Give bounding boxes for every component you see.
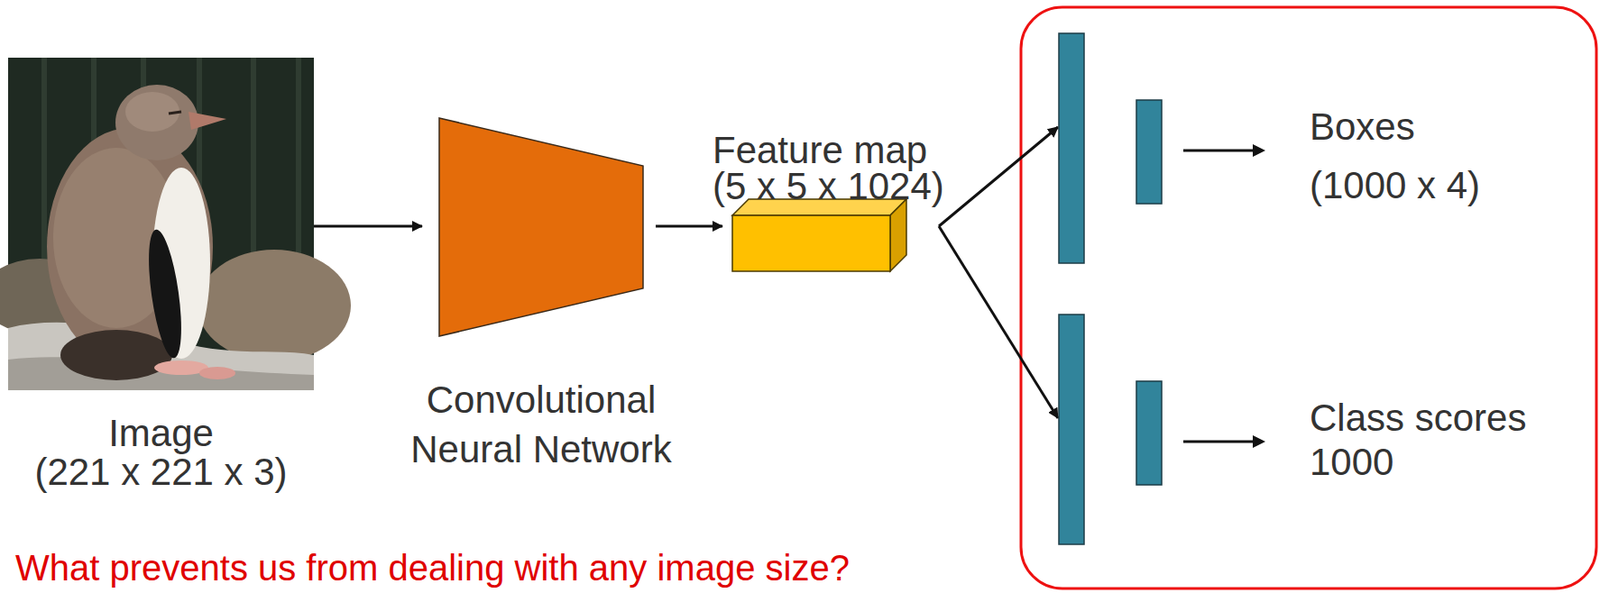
fc-layers bbox=[1057, 313, 1275, 549]
class-head: Class scores1000 bbox=[1057, 313, 1531, 547]
feature-map: Feature map(5 x 5 x 1024) bbox=[712, 126, 948, 273]
penguin-photo-part-part bbox=[41, 57, 47, 293]
fc-layers-part bbox=[1252, 435, 1266, 449]
fc-layers bbox=[1057, 32, 1275, 267]
fc-layers-part bbox=[1252, 144, 1266, 157]
fc-layers-part bbox=[1058, 314, 1085, 545]
flow-arrow bbox=[938, 226, 1058, 419]
penguin-photo-part bbox=[197, 249, 351, 362]
fc-layers-part bbox=[1136, 100, 1162, 204]
node-dimension: (1000 x 4) bbox=[1309, 165, 1481, 206]
penguin-photo-part bbox=[46, 128, 213, 367]
node-title: Image bbox=[8, 413, 314, 454]
node-dimension: (5 x 5 x 1024) bbox=[712, 166, 920, 207]
feature-map-cuboid-part bbox=[732, 215, 891, 272]
feature-map-cuboid-part bbox=[890, 199, 907, 272]
node-title: Convolutional Neural Network bbox=[405, 375, 677, 475]
node-dimension: (221 x 221 x 3) bbox=[8, 452, 314, 493]
penguin-photo-part bbox=[199, 367, 236, 380]
node-title: Boxes bbox=[1309, 107, 1416, 148]
penguin-photo-part bbox=[60, 330, 173, 381]
flow-arrow bbox=[313, 225, 423, 229]
cnn-trapezoid-part bbox=[439, 118, 644, 337]
image-node: Image(221 x 221 x 3) bbox=[8, 57, 314, 493]
penguin-photo-part bbox=[188, 111, 227, 130]
fc-layers-part bbox=[1183, 149, 1255, 153]
node-title: Class scores bbox=[1309, 398, 1527, 439]
penguin-photo-part bbox=[142, 228, 188, 361]
fc-layers-part bbox=[1058, 33, 1085, 264]
penguin-photo-part bbox=[115, 84, 199, 161]
penguin-photo bbox=[8, 57, 314, 391]
fc-layers-part bbox=[1183, 441, 1255, 444]
flow-arrow bbox=[938, 127, 1058, 227]
fc-layers-part bbox=[1136, 381, 1162, 486]
question-note: What prevents us from dealing with any i… bbox=[15, 546, 850, 590]
box-head: Boxes (1000 x 4) bbox=[1057, 32, 1485, 266]
cnn-block: Convolutional Neural Network bbox=[405, 117, 677, 475]
penguin-photo-part bbox=[168, 111, 182, 114]
penguin-photo-part bbox=[125, 91, 180, 132]
flow-arrow bbox=[655, 225, 723, 229]
head-frame-outline bbox=[1020, 7, 1597, 589]
cnn-trapezoid bbox=[405, 117, 677, 343]
node-dimension: 1000 bbox=[1309, 442, 1394, 483]
node-title: Feature map bbox=[712, 130, 920, 171]
